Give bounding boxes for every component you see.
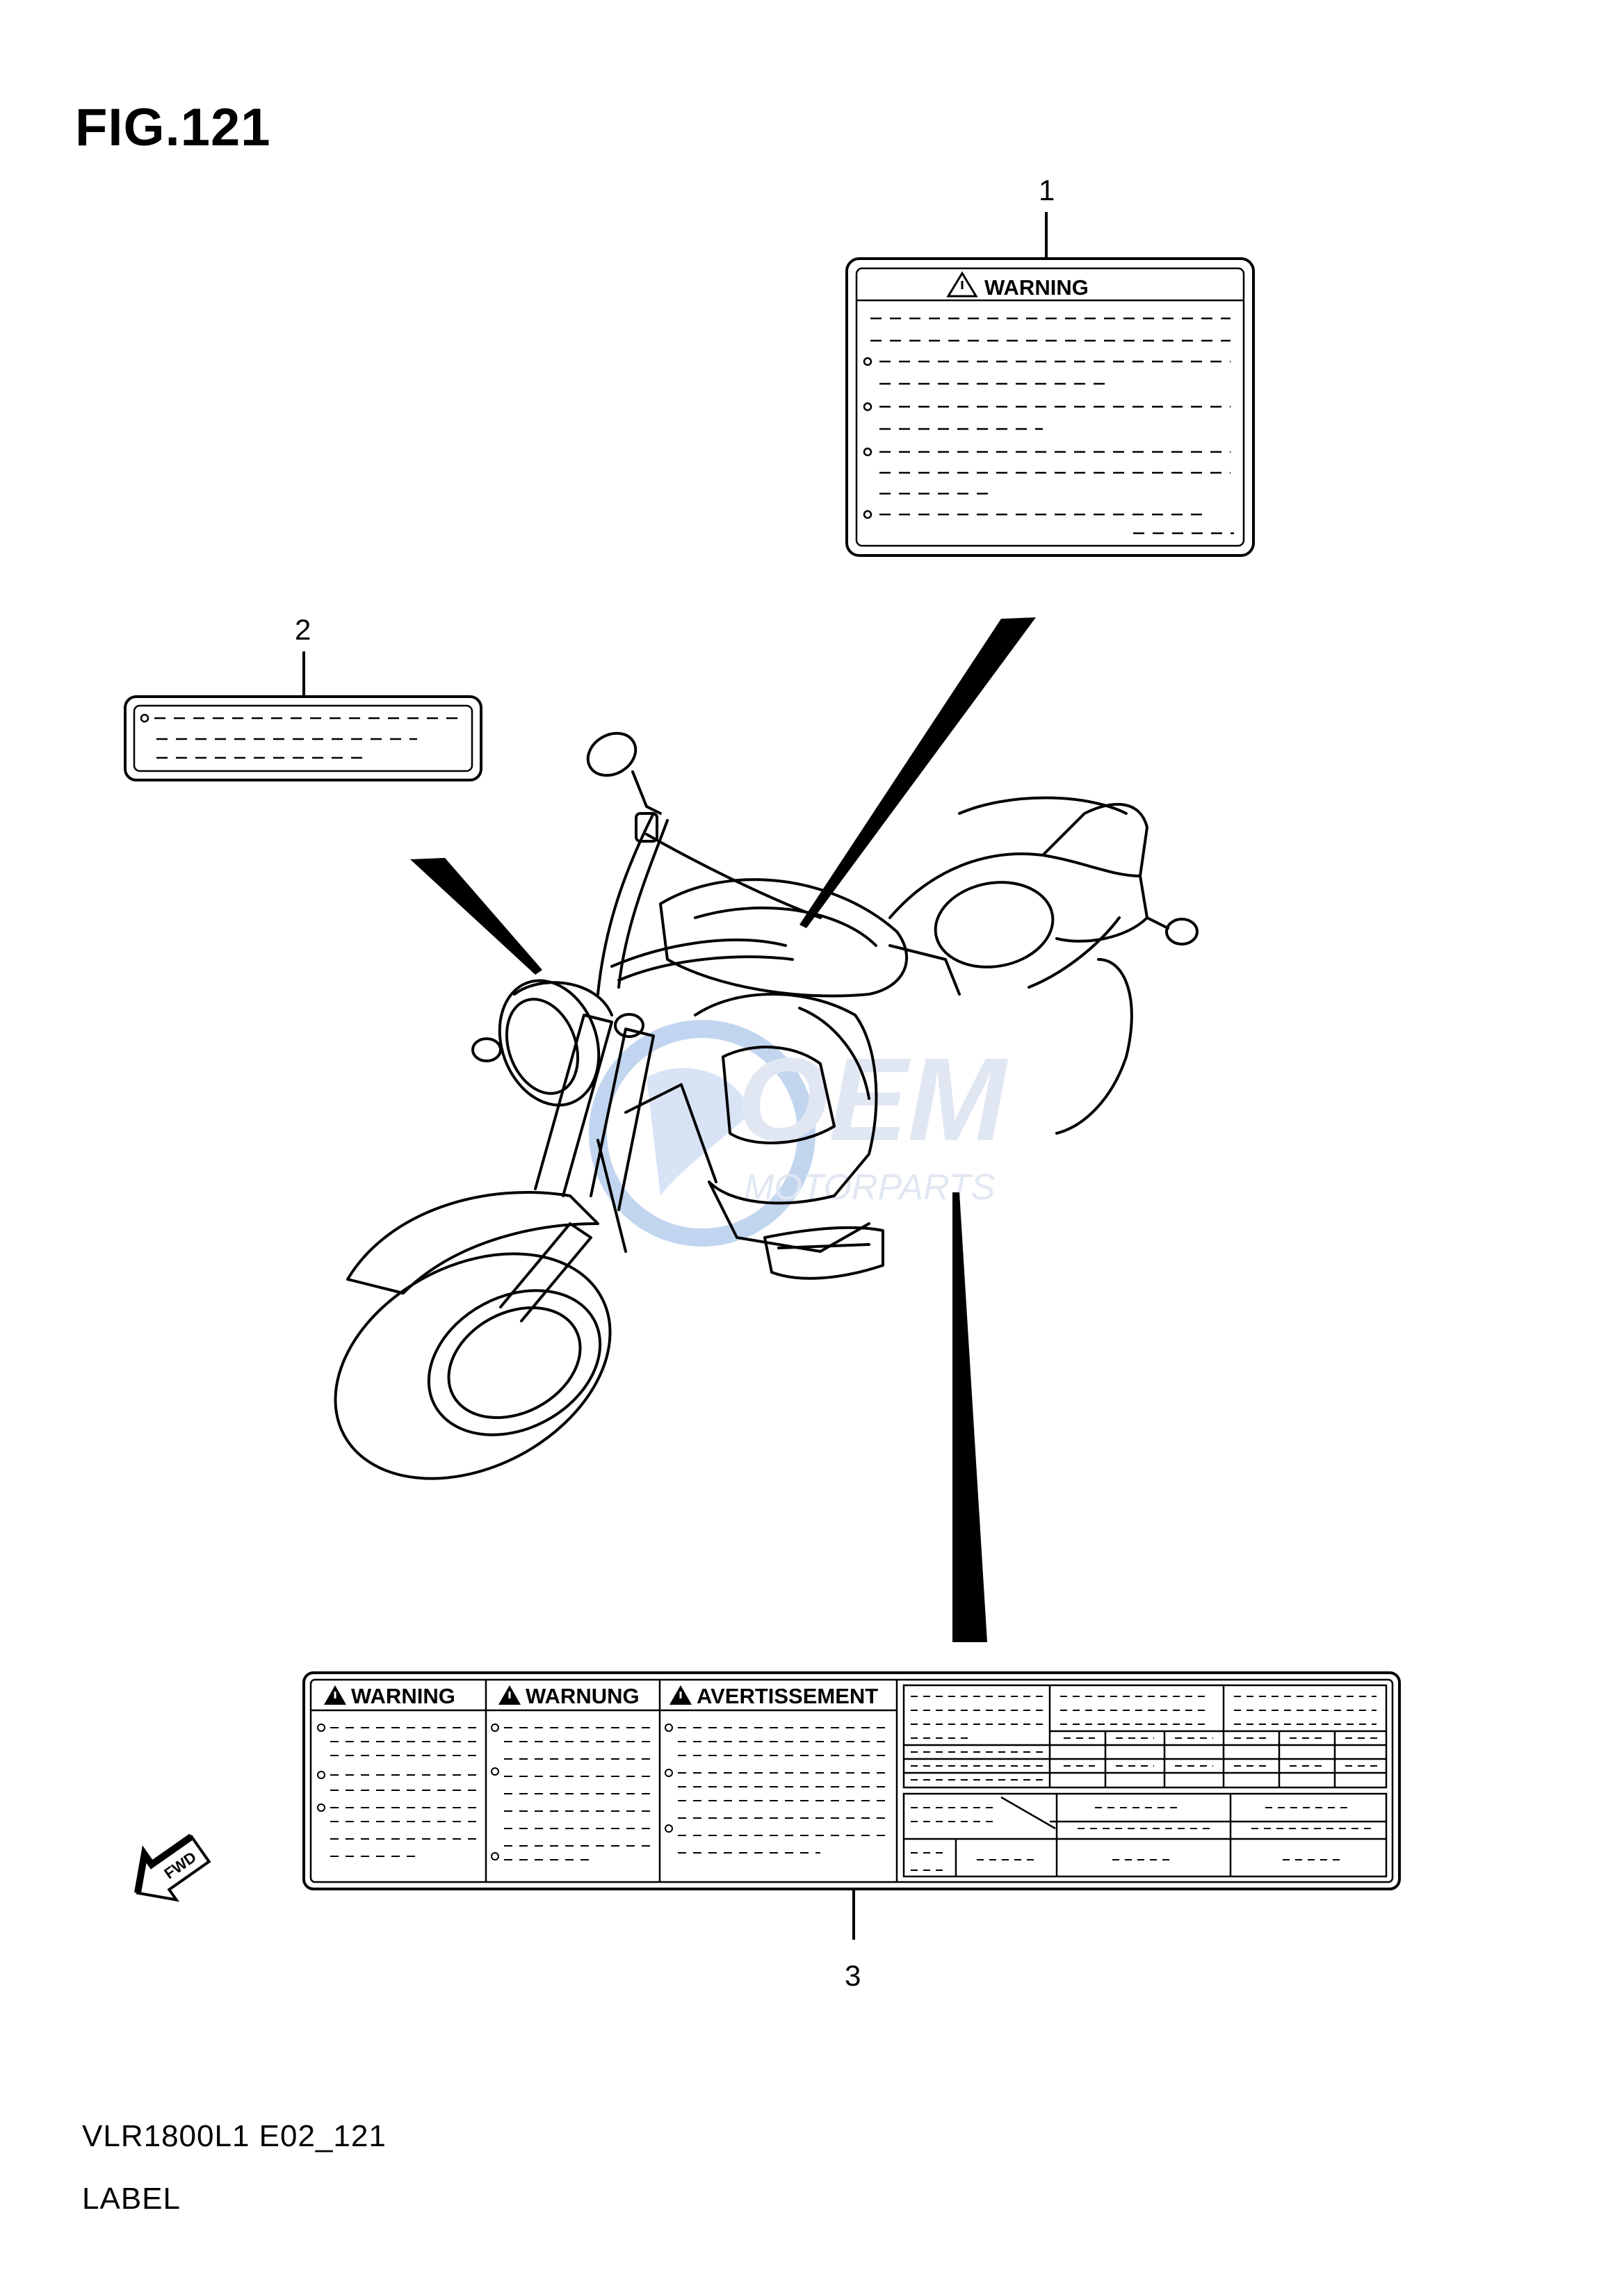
multilang-label-3: WARNING WARNUNG AVERTISSEMENT	[302, 1671, 1401, 1890]
callout-item-2: 2	[295, 613, 311, 646]
motorcycle-illustration	[334, 731, 1199, 1480]
pointer-item-2	[410, 858, 542, 975]
fwd-arrow-icon: FWD	[134, 1833, 211, 1902]
figure-name: LABEL	[82, 2182, 181, 2216]
pointer-item-1	[799, 617, 1036, 928]
warning-label-1: WARNING	[845, 257, 1255, 557]
callout-item-1: 1	[1039, 174, 1055, 206]
warning-triangle-icon	[498, 1685, 521, 1705]
figure-code: VLR1800L1 E02_121	[82, 2119, 387, 2153]
warning-label-header: WARNING	[984, 275, 1089, 300]
pointer-item-3	[952, 1192, 987, 1642]
label-2	[124, 695, 482, 781]
warning-triangle-icon	[946, 271, 978, 298]
warning-triangle-icon	[324, 1685, 346, 1705]
oem-watermark: OEM MOTORPARTS	[589, 1020, 1009, 1247]
multilang-header-de: WARNUNG	[526, 1684, 640, 1708]
figure-title: FIG.121	[75, 98, 271, 157]
multilang-header-fr: AVERTISSEMENT	[697, 1684, 878, 1708]
callout-item-3: 3	[845, 1959, 861, 1992]
warning-triangle-icon	[669, 1685, 692, 1705]
multilang-header-en: WARNING	[351, 1684, 455, 1708]
